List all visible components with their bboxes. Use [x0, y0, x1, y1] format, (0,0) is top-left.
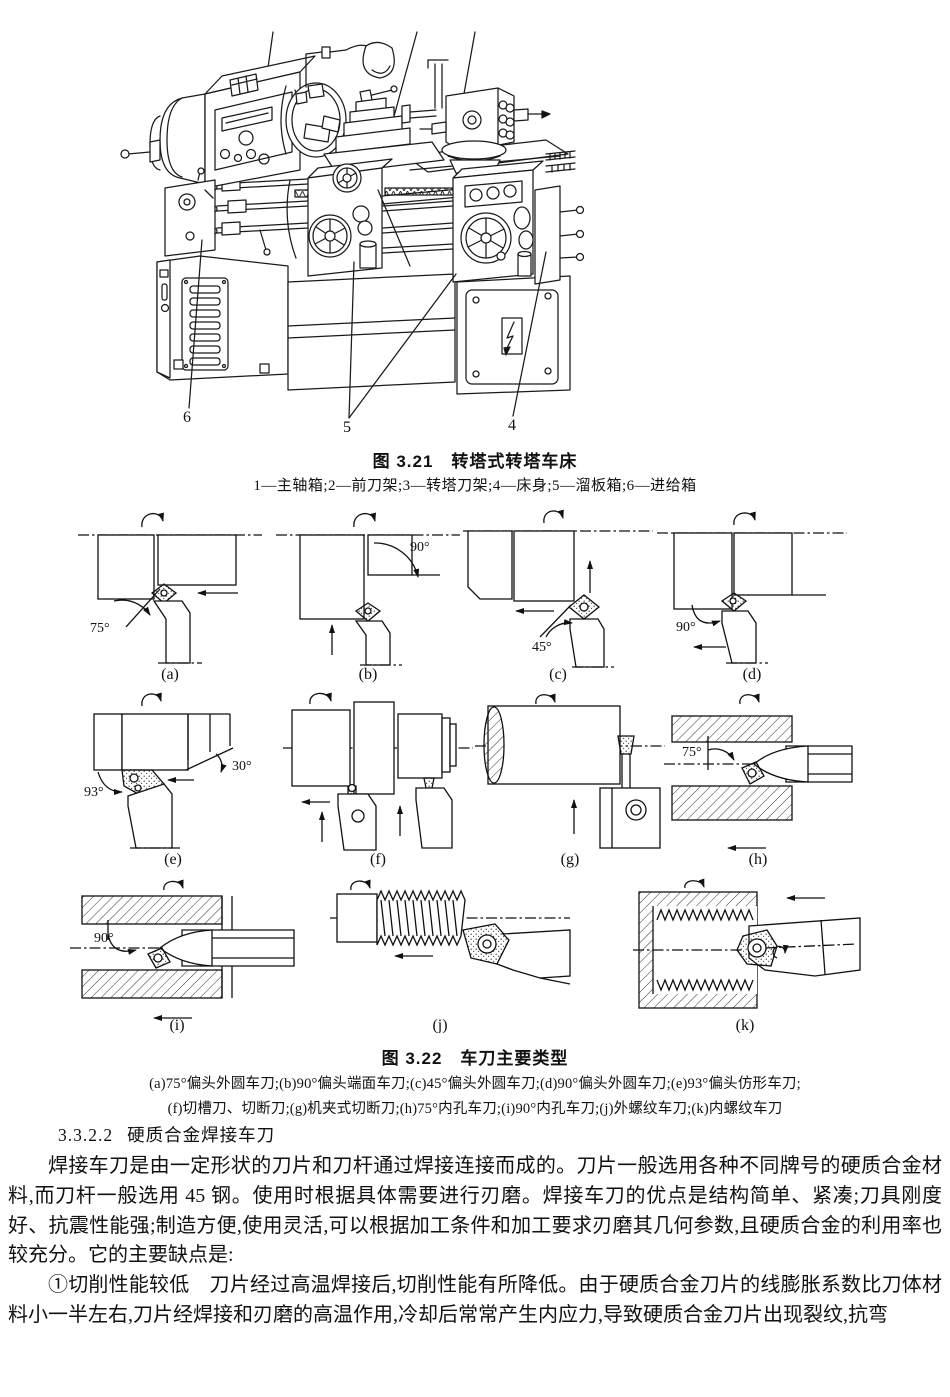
chuck: [280, 82, 347, 158]
angle-label: 90°: [94, 931, 114, 946]
panel-e: 93° 30° (e): [84, 692, 252, 868]
figure2-legend-line2: (f)切槽刀、切断刀;(g)机夹式切断刀;(h)75°内孔车刀;(i)90°内孔…: [167, 1101, 783, 1117]
lightning-bolt-icon: [501, 317, 523, 356]
paragraph-1: 焊接车刀是由一定形状的刀片和刀杆通过焊接连接而成的。刀片一般选用各种不同牌号的硬…: [8, 1155, 942, 1267]
callout-4: 4: [508, 417, 516, 434]
panel-letter: (h): [749, 851, 768, 868]
figure1-caption: 图 3.21 转塔式转塔车床: [372, 452, 578, 471]
figure2-legend-line1: (a)75°偏头外圆车刀;(b)90°偏头端面车刀;(c)45°偏头外圆车刀;(…: [149, 1076, 801, 1092]
figure1-callouts: 6 5 4: [183, 409, 516, 436]
panel-c: 45° (c): [463, 509, 653, 683]
panel-letter: (i): [169, 1017, 184, 1033]
headstock: [204, 55, 316, 189]
panel-k: (k): [633, 878, 861, 1033]
panel-j: (j): [330, 879, 571, 1033]
panel-d: 90° (d): [657, 511, 847, 683]
section-number: 3.3.2.2: [58, 1125, 114, 1145]
panel-h: 75° (h): [664, 693, 853, 868]
lathe-drawing: 6 5 4: [120, 31, 585, 436]
angle2-label: 30°: [232, 759, 252, 774]
section-body: 焊接车刀是由一定形状的刀片和刀杆通过焊接连接而成的。刀片一般选用各种不同牌号的硬…: [8, 1152, 942, 1331]
figure2-caption: 图 3.22 车刀主要类型: [381, 1049, 569, 1068]
panel-letter: (j): [432, 1017, 447, 1033]
lathe-base: [156, 255, 571, 395]
feed-rods: [210, 177, 454, 256]
figure1-legend: 1—主轴箱;2—前刀架;3—转塔刀架;4—床身;5—溜板箱;6—进给箱: [253, 478, 697, 494]
panel-letter: (b): [359, 666, 378, 683]
work-lamp: [305, 41, 395, 88]
panel-f: (f): [283, 692, 473, 868]
panel-letter: (d): [743, 666, 762, 683]
motor-end: [120, 93, 206, 185]
turret-head: [401, 59, 551, 174]
callout-6: 6: [183, 409, 191, 426]
panel-letter: (k): [736, 1017, 755, 1033]
panel-b: 90° (b): [276, 512, 460, 683]
feed-gearbox: [164, 167, 216, 257]
angle-label: 90°: [676, 620, 696, 635]
angle-label: 75°: [90, 621, 110, 636]
section-heading: 3.3.2.2 硬质合金焊接车刀: [58, 1122, 275, 1147]
panel-letter: (e): [164, 851, 182, 868]
panel-letter: (a): [161, 666, 179, 683]
section-title: 硬质合金焊接车刀: [127, 1125, 276, 1145]
panel-i: 90° (i): [70, 879, 295, 1033]
panel-g: (g): [475, 693, 665, 868]
panel-letter: (g): [561, 851, 580, 868]
panel-a: 75° (a): [78, 512, 262, 683]
panel-letter: (f): [370, 851, 386, 868]
angle-label: 90°: [410, 540, 430, 555]
callout-5: 5: [343, 419, 351, 436]
angle-label: 45°: [532, 640, 552, 655]
middle-carriage: [286, 158, 411, 277]
rear-carriage: [452, 160, 585, 285]
paragraph-2: ①切削性能较低 刀片经过高温焊接后,切削性能有所降低。由于硬质合金刀片的线膨胀系…: [8, 1274, 942, 1326]
angle-label: 93°: [84, 785, 104, 800]
angle-label: 75°: [682, 745, 702, 760]
panel-letter: (c): [549, 666, 567, 683]
